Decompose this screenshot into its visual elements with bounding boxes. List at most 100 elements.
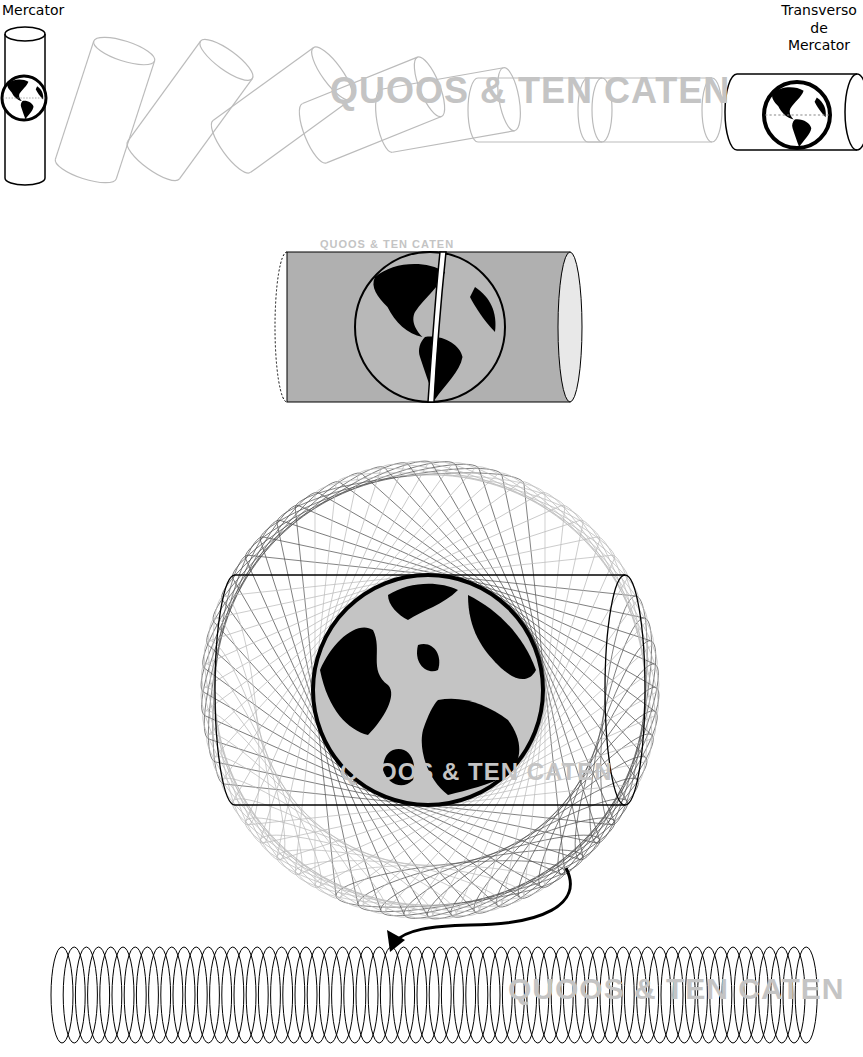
globe bbox=[355, 252, 505, 402]
drawing-part bbox=[792, 119, 811, 147]
cylinder-end bbox=[293, 104, 326, 167]
cylinder-ring bbox=[185, 947, 207, 1043]
cylinder-ring bbox=[405, 947, 427, 1043]
cylinder-ring bbox=[393, 947, 415, 1043]
cylinder-end bbox=[195, 33, 259, 87]
cylinder-ring bbox=[368, 947, 390, 1043]
cylinder-end bbox=[211, 448, 409, 599]
projection-label: Transverso de Mercator bbox=[778, 2, 860, 55]
cylinder-side bbox=[737, 73, 857, 75]
cylinder-ring bbox=[100, 947, 122, 1043]
cylinder-end bbox=[122, 141, 180, 187]
cylinder-side bbox=[478, 141, 602, 142]
cylinder-ring bbox=[441, 947, 463, 1043]
cylinder-end bbox=[196, 614, 283, 847]
drawing-part bbox=[36, 86, 43, 99]
cylinder-end bbox=[5, 178, 45, 185]
cylinder bbox=[223, 446, 637, 933]
cylinder bbox=[190, 514, 670, 866]
drawing-part bbox=[765, 114, 829, 115]
cylinder-ring bbox=[283, 947, 305, 1043]
cylinder-ring bbox=[454, 947, 476, 1043]
cylinder-ring bbox=[75, 947, 97, 1043]
projection-label: Mercator bbox=[2, 2, 64, 18]
cylinder-end bbox=[275, 252, 287, 402]
cylinder-side bbox=[213, 48, 313, 121]
cylinder-ring bbox=[332, 947, 354, 1043]
cylinder-ring bbox=[380, 947, 402, 1043]
cylinder-ring bbox=[429, 947, 451, 1043]
drawing-part bbox=[388, 584, 458, 620]
cylinder-end bbox=[452, 448, 650, 599]
rotated-cylinders bbox=[186, 446, 673, 933]
cylinder bbox=[188, 471, 671, 910]
cylinder bbox=[273, 456, 587, 924]
cylinder-ring bbox=[112, 947, 134, 1043]
cylinder-ring bbox=[344, 947, 366, 1043]
cylinder bbox=[193, 461, 666, 920]
continents bbox=[3, 80, 46, 120]
cylinder-end bbox=[91, 32, 158, 71]
cylinder bbox=[204, 553, 656, 827]
cylinder-end bbox=[428, 446, 637, 578]
cylinder-end bbox=[558, 252, 582, 402]
cylinder bbox=[122, 33, 258, 187]
globe bbox=[764, 82, 830, 148]
cylinder-ring bbox=[466, 947, 488, 1043]
cylinder-ring bbox=[161, 947, 183, 1043]
cylinder-ring bbox=[51, 947, 73, 1043]
cylinder bbox=[52, 32, 157, 189]
cylinder-end bbox=[845, 74, 863, 150]
cylinder-ring bbox=[88, 947, 110, 1043]
globe bbox=[2, 76, 46, 120]
cylinder-ring bbox=[478, 947, 500, 1043]
drawing-part bbox=[470, 287, 495, 332]
cylinder-end bbox=[5, 27, 45, 41]
cylinder-end bbox=[381, 450, 606, 540]
cylinder bbox=[186, 483, 673, 897]
cylinder bbox=[190, 514, 670, 866]
cylinder-side bbox=[588, 141, 712, 142]
watermark: QUOOS & TEN CATEN bbox=[508, 972, 844, 1006]
watermark: QUOOS & TEN CATEN bbox=[320, 238, 454, 250]
cylinder-ring bbox=[319, 947, 341, 1043]
cylinder-end bbox=[186, 483, 318, 692]
tangent-meridian bbox=[428, 252, 446, 402]
drawing-part bbox=[3, 98, 46, 99]
cylinder bbox=[254, 450, 606, 930]
cylinder-end bbox=[520, 471, 671, 669]
cylinder-side bbox=[179, 79, 252, 179]
drawing-part bbox=[417, 644, 439, 671]
globe-group bbox=[355, 252, 505, 402]
cylinder bbox=[201, 453, 660, 926]
cylinder-side bbox=[55, 41, 93, 159]
cylinder-ring bbox=[246, 947, 268, 1043]
cylinder-ring bbox=[136, 947, 158, 1043]
cylinder-end bbox=[541, 483, 673, 692]
cylinder-end bbox=[187, 656, 317, 882]
cylinder-ring bbox=[258, 947, 280, 1043]
continents bbox=[765, 87, 829, 147]
cylinder-body bbox=[287, 252, 570, 402]
cylinder-ring bbox=[271, 947, 293, 1043]
cylinder-ring bbox=[295, 947, 317, 1043]
cylinder-ring bbox=[356, 947, 378, 1043]
cylinder-ring bbox=[63, 947, 85, 1043]
cylinder-end bbox=[204, 594, 268, 827]
cylinder-side bbox=[116, 61, 154, 179]
cylinder-end bbox=[52, 159, 116, 188]
cylinder-end bbox=[334, 852, 567, 916]
arrow-head bbox=[387, 930, 405, 952]
cylinder-ring bbox=[417, 947, 439, 1043]
cylinder-end bbox=[215, 575, 235, 805]
drawing-part bbox=[21, 101, 34, 119]
drawing-part bbox=[320, 627, 391, 735]
cylinder bbox=[193, 461, 666, 920]
cylinder-ring bbox=[173, 947, 195, 1043]
cylinder-end bbox=[188, 471, 339, 669]
cylinder bbox=[201, 453, 660, 926]
cylinder-sequence bbox=[2, 27, 863, 188]
cylinder bbox=[215, 575, 645, 805]
cylinder-end bbox=[254, 450, 479, 540]
